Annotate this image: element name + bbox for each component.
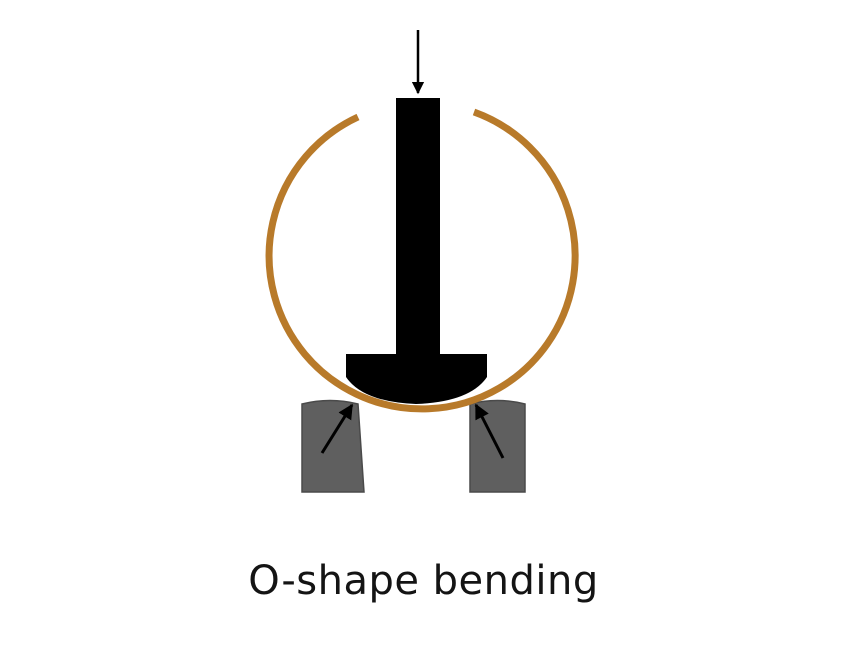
punch-head [346, 354, 487, 404]
o-shaped-workpiece [265, 108, 579, 413]
punch [346, 98, 487, 404]
left-reaction-arrow [320, 403, 354, 454]
punch-stem [396, 98, 440, 360]
left-die [301, 399, 365, 493]
diagram-caption: O-shape bending [248, 558, 599, 604]
right-reaction-arrow [474, 403, 505, 459]
